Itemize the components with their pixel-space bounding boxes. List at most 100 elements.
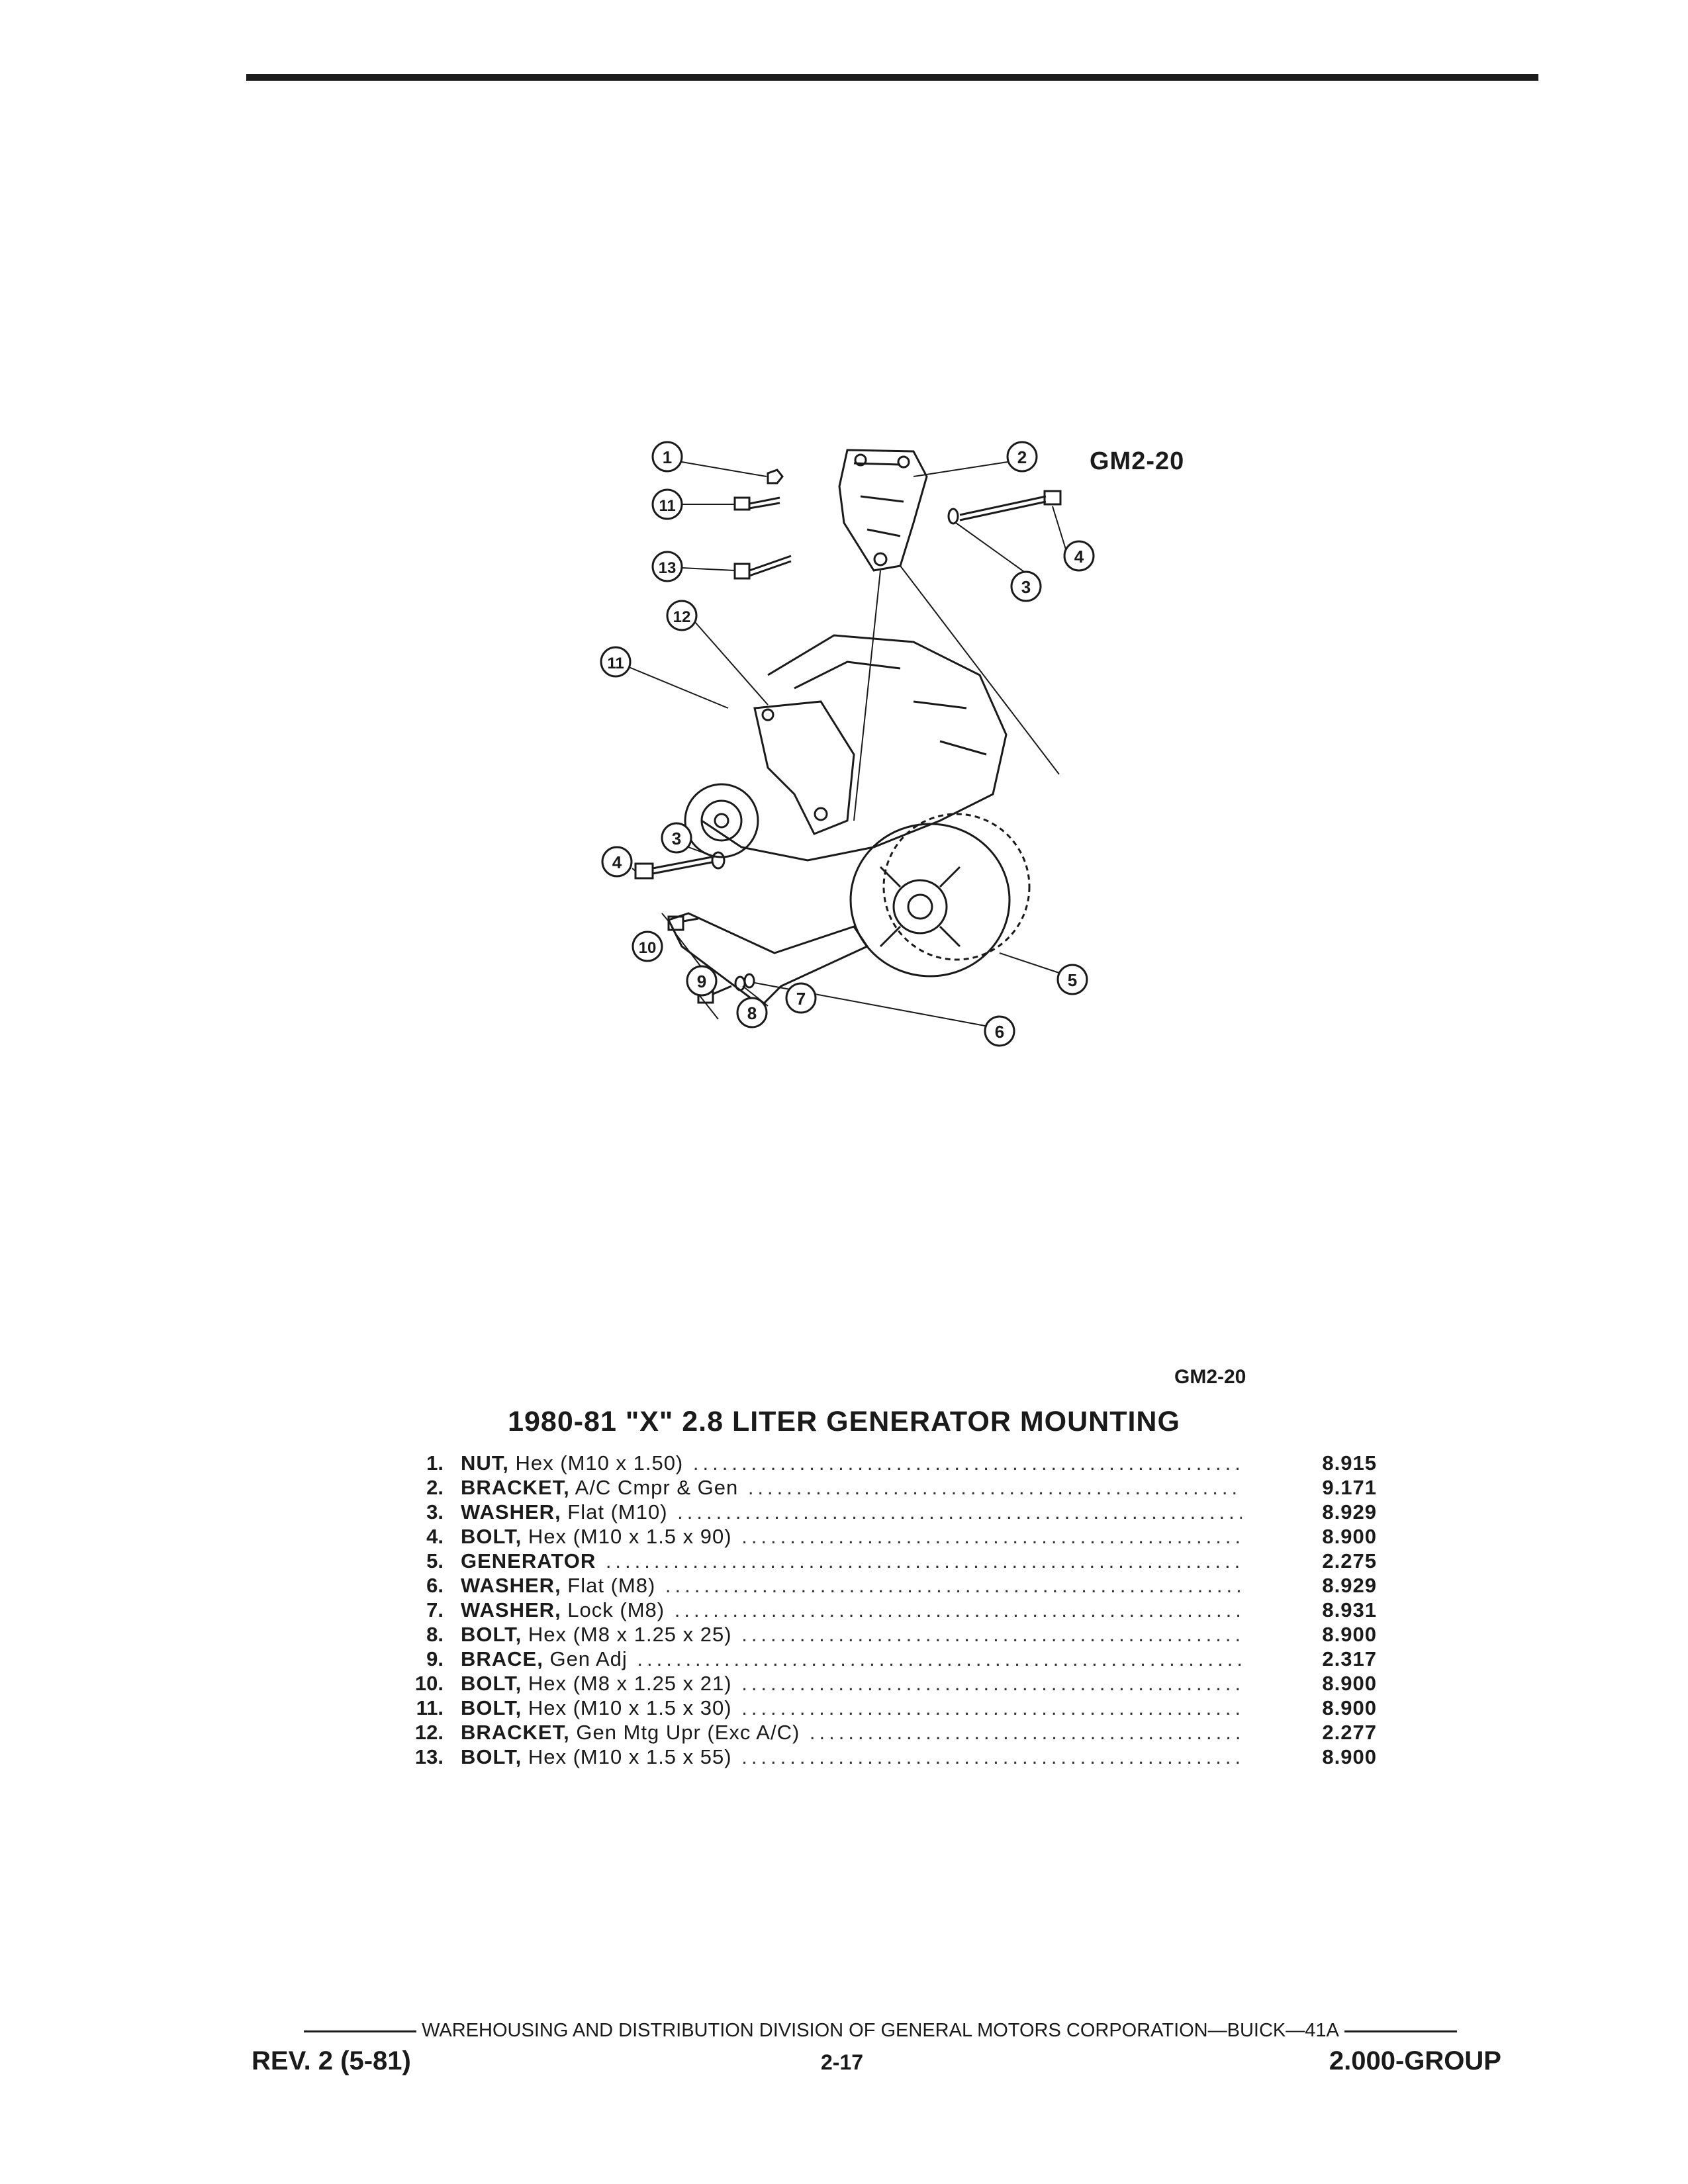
callout-11-top: 11 <box>651 488 683 520</box>
nut-part-1 <box>767 469 784 484</box>
list-item: 10.BOLT, Hex (M8 x 1.25 x 21) ..........… <box>397 1671 1377 1696</box>
svg-text:7: 7 <box>796 989 806 1009</box>
list-item: 1. NUT, Hex (M10 x 1.50) ................… <box>397 1451 1377 1475</box>
list-item: 6.WASHER, Flat (M8) ....................… <box>397 1573 1377 1598</box>
part-name: BOLT, <box>461 1745 522 1768</box>
part-group-code: 8.915 <box>1322 1451 1377 1475</box>
dot-leader: ........................................… <box>741 1672 1242 1695</box>
part-description: WASHER, Lock (M8) ......................… <box>461 1598 1242 1622</box>
svg-text:3: 3 <box>672 829 681 848</box>
part-number: 10. <box>414 1672 444 1695</box>
top-rule <box>246 74 1538 81</box>
footer-page-number: 2-17 <box>821 2050 864 2074</box>
part-group-code: 8.900 <box>1322 1525 1377 1548</box>
list-item: 13. BOLT, Hex (M10 x 1.5 x 55) ..........… <box>397 1745 1377 1769</box>
part-name: WASHER, <box>461 1574 561 1597</box>
part-name: BOLT, <box>461 1525 522 1548</box>
dot-leader: ........................................… <box>747 1476 1242 1499</box>
engine-block-outline <box>701 634 1008 862</box>
part-number: 1. <box>426 1451 444 1475</box>
part-number: 8. <box>426 1623 444 1646</box>
part-group-code: 8.900 <box>1322 1696 1377 1719</box>
part-spec: Hex (M8 x 1.25 x 21) <box>522 1672 732 1695</box>
part-description: BOLT, Hex (M10 x 1.5 x 30) .............… <box>461 1696 1242 1720</box>
part-number: 11. <box>416 1696 444 1719</box>
svg-text:4: 4 <box>612 852 622 872</box>
list-item: 12. BRACKET, Gen Mtg Upr (Exc A/C) ......… <box>397 1720 1377 1745</box>
svg-text:1: 1 <box>663 447 672 467</box>
generator-mounting-illustration: 1 11 13 12 11 2 3 4 3 4 10 9 8 7 6 5 <box>600 441 1095 1047</box>
part-group-code: 8.929 <box>1322 1574 1377 1597</box>
part-spec: Lock (M8) <box>561 1598 665 1621</box>
list-item: 7. WASHER, Lock (M8) ....................… <box>397 1598 1377 1622</box>
svg-text:13: 13 <box>659 559 677 577</box>
footer-division: WAREHOUSING AND DISTRIBUTION DIVISION OF… <box>422 2020 1339 2041</box>
callout-1: 1 <box>651 441 683 473</box>
part-group-code: 2.275 <box>1322 1549 1377 1572</box>
bolt-part-4-top <box>959 490 1062 522</box>
part-name: BOLT, <box>461 1696 522 1719</box>
callout-12: 12 <box>666 600 698 631</box>
dot-leader: ........................................… <box>637 1647 1242 1670</box>
svg-text:11: 11 <box>607 655 624 672</box>
part-name: NUT, <box>461 1451 509 1475</box>
svg-text:6: 6 <box>995 1022 1004 1042</box>
part-spec: Hex (M8 x 1.25 x 25) <box>522 1623 732 1646</box>
part-spec: Gen Mtg Upr (Exc A/C) <box>569 1721 800 1744</box>
callout-5: 5 <box>1056 964 1088 995</box>
part-name: BOLT, <box>461 1623 522 1646</box>
part-spec: Hex (M10 x 1.5 x 90) <box>522 1525 732 1548</box>
part-name: WASHER, <box>461 1500 561 1524</box>
dot-leader: ........................................… <box>674 1598 1242 1621</box>
list-item: 4.BOLT, Hex (M10 x 1.5 x 90) ...........… <box>397 1524 1377 1549</box>
part-number: 13. <box>414 1745 444 1768</box>
part-name: BRACE, <box>461 1647 543 1670</box>
svg-text:2: 2 <box>1017 447 1027 467</box>
dot-leader: ........................................… <box>677 1500 1242 1524</box>
footer-dash-right <box>1344 2030 1457 2032</box>
washers-part-6-7 <box>734 973 755 991</box>
svg-text:5: 5 <box>1068 970 1077 990</box>
part-number: 3. <box>426 1500 444 1524</box>
part-number: 12. <box>414 1721 444 1744</box>
generator-part-5 <box>849 813 1031 978</box>
part-number: 7. <box>426 1598 444 1621</box>
svg-text:4: 4 <box>1074 547 1084 567</box>
callout-6: 6 <box>984 1015 1015 1047</box>
compressor-pulley <box>684 783 759 858</box>
part-group-code: 8.900 <box>1322 1745 1377 1768</box>
svg-text:8: 8 <box>747 1003 757 1023</box>
list-item: 5.GENERATOR ............................… <box>397 1549 1377 1573</box>
dot-leader: ........................................… <box>809 1721 1242 1744</box>
part-spec: Flat (M10) <box>561 1500 668 1524</box>
part-group-code: 2.317 <box>1322 1647 1377 1670</box>
part-name: BRACKET, <box>461 1721 570 1744</box>
part-group-code: 8.900 <box>1322 1672 1377 1695</box>
list-item: 11. BOLT, Hex (M10 x 1.5 x 30) ..........… <box>397 1696 1377 1720</box>
part-number: 6. <box>426 1574 444 1597</box>
dot-leader: ........................................… <box>741 1696 1242 1719</box>
part-description: BOLT, Hex (M10 x 1.5 x 55) .............… <box>461 1745 1242 1769</box>
callout-4-top: 4 <box>1063 540 1095 572</box>
part-group-code: 9.171 <box>1322 1476 1377 1499</box>
list-item: 9. BRACE, Gen Adj .......................… <box>397 1647 1377 1671</box>
dot-leader: ........................................… <box>605 1549 1242 1572</box>
part-description: BOLT, Hex (M8 x 1.25 x 25) .............… <box>461 1622 1242 1647</box>
callout-9: 9 <box>686 965 718 997</box>
bracket-gen-mtg-upr <box>753 700 855 835</box>
svg-text:12: 12 <box>673 608 691 626</box>
part-description: NUT, Hex (M10 x 1.50) ..................… <box>461 1451 1242 1475</box>
part-group-code: 8.929 <box>1322 1500 1377 1524</box>
part-description: BRACE, Gen Adj .........................… <box>461 1647 1242 1671</box>
bolt-part-13 <box>733 555 792 580</box>
dot-leader: ........................................… <box>741 1623 1242 1646</box>
part-description: WASHER, Flat (M10) .....................… <box>461 1500 1242 1524</box>
footer-revision: REV. 2 (5-81) <box>252 2046 411 2075</box>
footer-dash-left <box>304 2030 417 2032</box>
part-number: 9. <box>426 1647 444 1670</box>
part-group-code: 2.277 <box>1322 1721 1377 1744</box>
part-group-code: 8.900 <box>1322 1623 1377 1646</box>
dot-leader: ........................................… <box>741 1745 1242 1768</box>
part-number: 5. <box>426 1549 444 1572</box>
page-title: 1980-81 "X" 2.8 LITER GENERATOR MOUNTING <box>508 1406 1180 1437</box>
